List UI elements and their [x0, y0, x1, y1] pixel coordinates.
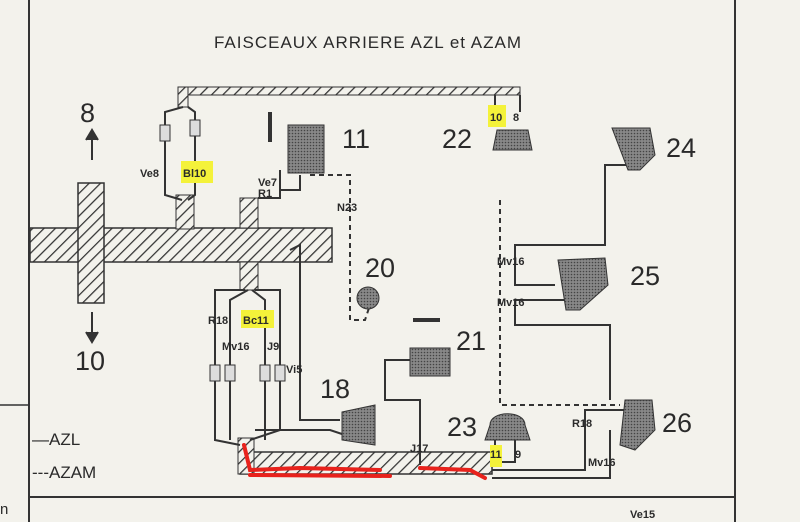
label-8: 8 [80, 98, 95, 128]
wire-mv16-right: Mv16 [588, 457, 616, 469]
highlight-bc11 [241, 310, 274, 328]
component-18-light [341, 404, 376, 446]
wire-mv16-left: Mv16 [222, 341, 250, 353]
component-numbers: 8 10 11 18 20 21 22 23 24 25 26 [75, 98, 696, 442]
wire-9: 9 [515, 449, 521, 461]
legend-azam: ---AZAM [32, 463, 96, 482]
label-22: 22 [442, 124, 472, 154]
wire-bc11: Bc11 [243, 315, 269, 327]
diagram-title: FAISCEAUX ARRIERE AZL et AZAM [214, 33, 522, 52]
component-22-lamp [492, 129, 533, 151]
label-20: 20 [365, 253, 395, 283]
wire-8: 8 [513, 112, 519, 124]
component-21-box [409, 347, 451, 377]
component-20-bulb [356, 286, 380, 310]
label-21: 21 [456, 326, 486, 356]
component-24-light [611, 127, 656, 171]
label-23: 23 [447, 412, 477, 442]
label-25: 25 [630, 261, 660, 291]
bottom-wire-label: Ve15 [630, 509, 655, 521]
highlight-bl10 [181, 161, 213, 183]
component-26-light [619, 399, 656, 451]
wire-r1: R1 [258, 188, 272, 200]
wire-labels: Ve8 Bl10 Ve7 R1 N23 R18 Bc11 Mv16 J9 Vi5… [140, 112, 616, 469]
component-23-lamp [484, 413, 531, 441]
red-annotation [242, 443, 487, 480]
label-26: 26 [662, 408, 692, 438]
wire-ve7: Ve7 [258, 177, 277, 189]
component-11-box [287, 124, 325, 174]
margin-text: n [0, 501, 8, 518]
wire-10: 10 [490, 112, 502, 124]
label-24: 24 [666, 133, 696, 163]
label-10: 10 [75, 346, 105, 376]
label-18: 18 [320, 374, 350, 404]
wire-mv16-25b: Mv16 [497, 297, 525, 309]
wire-11: 11 [490, 449, 502, 461]
wire-vi5: Vi5 [286, 364, 302, 376]
arrow-up-icon [85, 128, 99, 160]
wire-bl10: Bl10 [183, 168, 206, 180]
highlight-10 [488, 105, 506, 127]
wires [164, 95, 630, 479]
wire-j9: J9 [267, 341, 279, 353]
wire-r18-left: R18 [208, 315, 228, 327]
wire-mv16-25a: Mv16 [497, 256, 525, 268]
components [85, 112, 656, 451]
wire-r18-right: R18 [572, 418, 592, 430]
wire-j17: J17 [410, 443, 428, 455]
page-frame [0, 0, 736, 522]
wire-n23: N23 [337, 202, 357, 214]
legend-azl: —AZL [32, 430, 80, 449]
wire-ve8: Ve8 [140, 168, 159, 180]
label-11: 11 [342, 124, 370, 154]
arrow-down-icon [85, 312, 99, 344]
legend: —AZL ---AZAM [32, 430, 96, 482]
connectors [159, 119, 286, 382]
component-25-light [557, 257, 609, 311]
highlight-11 [490, 445, 502, 467]
